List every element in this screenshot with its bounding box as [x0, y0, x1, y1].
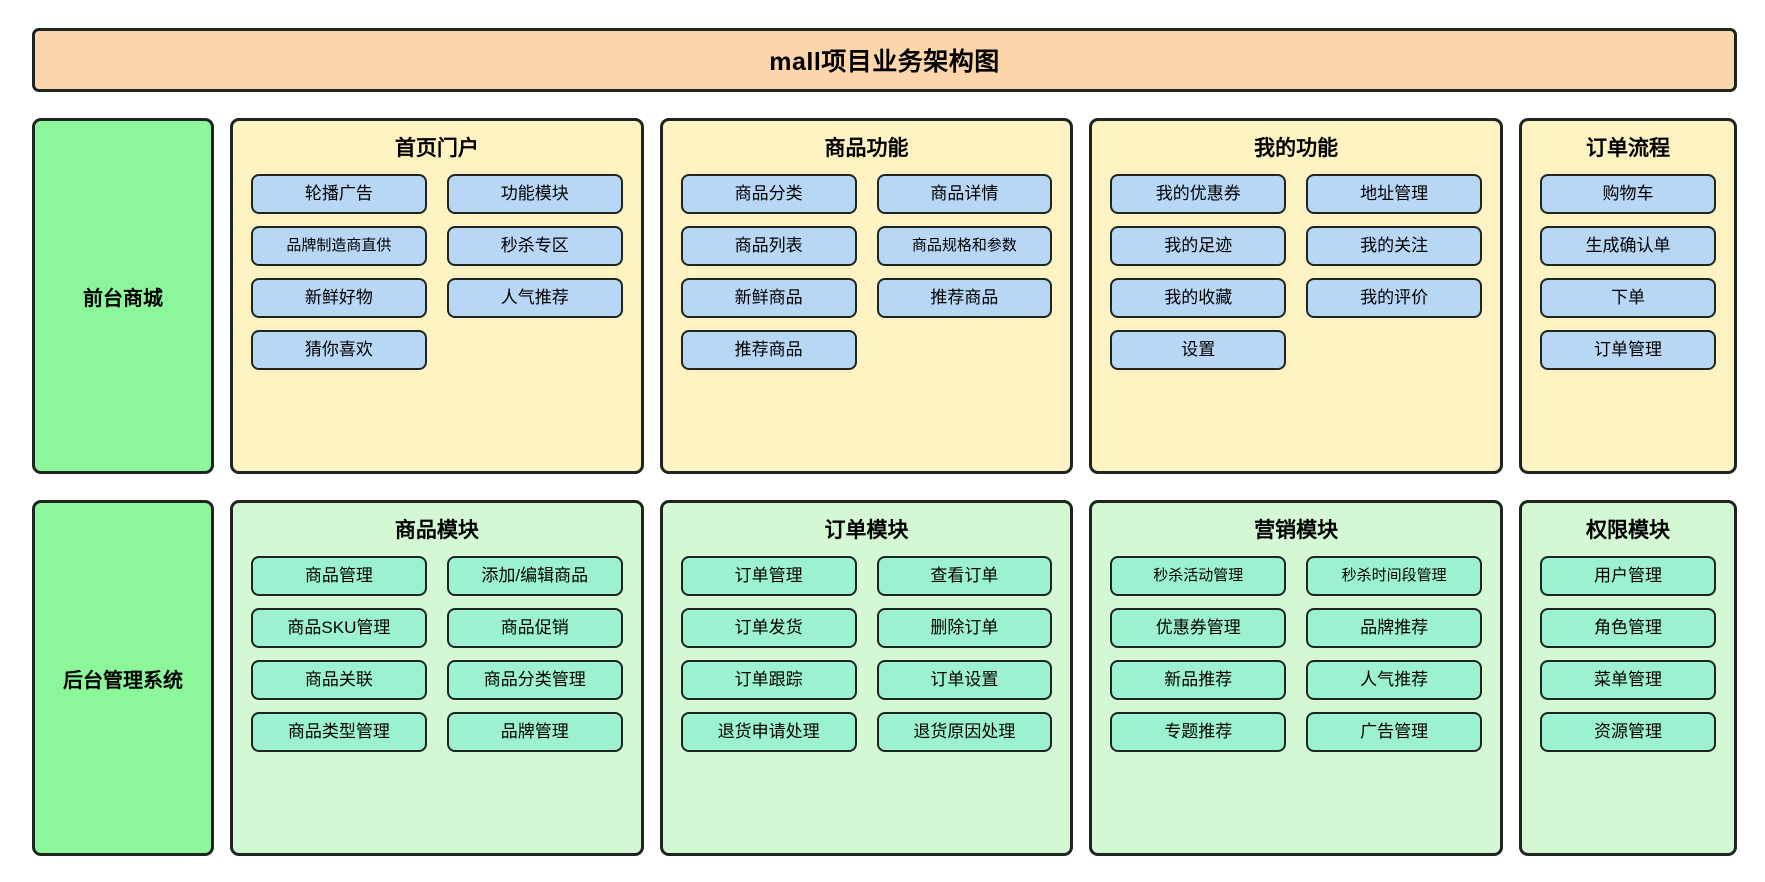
item-view-order[interactable]: 查看订单	[876, 556, 1053, 597]
group-title: 商品功能	[824, 137, 909, 160]
item-topic-recommend[interactable]: 专题推荐	[1110, 712, 1287, 753]
group-items: 秒杀活动管理 秒杀时间段管理 优惠券管理 品牌推荐 新品推荐 人气推荐 专题推荐…	[1110, 556, 1483, 753]
item-product-relation[interactable]: 商品关联	[251, 660, 427, 701]
item-my-review[interactable]: 我的评价	[1306, 278, 1483, 319]
item-function-module[interactable]: 功能模块	[446, 174, 623, 215]
item-user-management[interactable]: 用户管理	[1540, 556, 1717, 597]
item-delete-order[interactable]: 删除订单	[876, 608, 1053, 649]
item-my-footprint[interactable]: 我的足迹	[1110, 226, 1287, 267]
item-my-coupon[interactable]: 我的优惠券	[1110, 174, 1287, 215]
group-home-portal: 首页门户 轮播广告 功能模块 品牌制造商直供 秒杀专区 新鲜好物 人气推荐 猜你…	[230, 118, 644, 474]
group-my-features: 我的功能 我的优惠券 地址管理 我的足迹 我的关注 我的收藏 我的评价 设置	[1089, 118, 1504, 474]
group-permission-module: 权限模块 用户管理 角色管理 菜单管理 资源管理	[1519, 500, 1738, 856]
item-shopping-cart[interactable]: 购物车	[1540, 174, 1717, 215]
item-brand-recommend[interactable]: 品牌推荐	[1306, 608, 1483, 649]
item-ad-management[interactable]: 广告管理	[1306, 712, 1483, 753]
item-carousel-ad[interactable]: 轮播广告	[251, 174, 427, 215]
item-flash-sale-period-management[interactable]: 秒杀时间段管理	[1306, 556, 1483, 597]
group-order-flow: 订单流程 购物车 生成确认单 下单 订单管理	[1519, 118, 1738, 474]
item-product-category-management[interactable]: 商品分类管理	[446, 660, 623, 701]
group-items: 购物车 生成确认单 下单 订单管理	[1540, 174, 1717, 371]
page-title: mall项目业务架构图	[769, 48, 1000, 76]
item-fresh-goods[interactable]: 新鲜好物	[251, 278, 427, 319]
item-place-order[interactable]: 下单	[1540, 278, 1717, 319]
group-items: 用户管理 角色管理 菜单管理 资源管理	[1540, 556, 1717, 753]
group-title: 订单模块	[824, 519, 909, 542]
item-my-follow[interactable]: 我的关注	[1306, 226, 1483, 267]
diagram-title-banner: mall项目业务架构图	[32, 28, 1737, 92]
group-title: 首页门户	[394, 137, 479, 160]
item-guess-you-like[interactable]: 猜你喜欢	[251, 330, 427, 371]
group-items: 商品分类 商品详情 商品列表 商品规格和参数 新鲜商品 推荐商品 推荐商品	[680, 174, 1053, 371]
item-settings[interactable]: 设置	[1110, 330, 1287, 371]
group-product-features: 商品功能 商品分类 商品详情 商品列表 商品规格和参数 新鲜商品 推荐商品 推荐…	[659, 118, 1074, 474]
item-return-request-handling[interactable]: 退货申请处理	[680, 712, 857, 753]
item-my-favorite[interactable]: 我的收藏	[1110, 278, 1287, 319]
group-title: 商品模块	[394, 519, 479, 542]
item-order-settings[interactable]: 订单设置	[876, 660, 1053, 701]
group-marketing-module: 营销模块 秒杀活动管理 秒杀时间段管理 优惠券管理 品牌推荐 新品推荐 人气推荐…	[1089, 500, 1504, 856]
tier-label-text: 后台管理系统	[63, 669, 183, 692]
group-items: 商品管理 添加/编辑商品 商品SKU管理 商品促销 商品关联 商品分类管理 商品…	[251, 556, 623, 753]
tier-label-backend: 后台管理系统	[32, 500, 214, 856]
item-generate-confirm-order[interactable]: 生成确认单	[1540, 226, 1717, 267]
group-items: 订单管理 查看订单 订单发货 删除订单 订单跟踪 订单设置 退货申请处理 退货原…	[680, 556, 1053, 753]
tier-row-backend: 后台管理系统 商品模块 商品管理 添加/编辑商品 商品SKU管理 商品促销 商品…	[32, 500, 1738, 856]
item-brand-management[interactable]: 品牌管理	[446, 712, 623, 753]
item-role-management[interactable]: 角色管理	[1540, 608, 1717, 649]
group-title: 营销模块	[1254, 519, 1339, 542]
item-flash-sale-activity-management[interactable]: 秒杀活动管理	[1110, 556, 1287, 597]
group-items: 我的优惠券 地址管理 我的足迹 我的关注 我的收藏 我的评价 设置	[1110, 174, 1483, 371]
group-title: 我的功能	[1254, 137, 1339, 160]
item-product-sku-management[interactable]: 商品SKU管理	[251, 608, 427, 649]
item-coupon-management[interactable]: 优惠券管理	[1110, 608, 1287, 649]
item-order-tracking[interactable]: 订单跟踪	[680, 660, 857, 701]
item-product-category[interactable]: 商品分类	[680, 174, 857, 215]
item-fresh-product[interactable]: 新鲜商品	[680, 278, 857, 319]
item-popular-recommend[interactable]: 人气推荐	[1306, 660, 1483, 701]
item-address-management[interactable]: 地址管理	[1306, 174, 1483, 215]
item-order-management[interactable]: 订单管理	[1540, 330, 1717, 371]
item-menu-management[interactable]: 菜单管理	[1540, 660, 1717, 701]
item-product-promotion[interactable]: 商品促销	[446, 608, 623, 649]
item-recommend-product[interactable]: 推荐商品	[876, 278, 1053, 319]
item-recommend-product-2[interactable]: 推荐商品	[680, 330, 857, 371]
item-add-edit-product[interactable]: 添加/编辑商品	[446, 556, 623, 597]
item-popular-recommend[interactable]: 人气推荐	[446, 278, 623, 319]
item-brand-direct-supply[interactable]: 品牌制造商直供	[251, 226, 427, 267]
item-product-list[interactable]: 商品列表	[680, 226, 857, 267]
item-product-management[interactable]: 商品管理	[251, 556, 427, 597]
group-product-module: 商品模块 商品管理 添加/编辑商品 商品SKU管理 商品促销 商品关联 商品分类…	[230, 500, 644, 856]
group-order-module: 订单模块 订单管理 查看订单 订单发货 删除订单 订单跟踪 订单设置 退货申请处…	[659, 500, 1074, 856]
item-order-shipping[interactable]: 订单发货	[680, 608, 857, 649]
group-items: 轮播广告 功能模块 品牌制造商直供 秒杀专区 新鲜好物 人气推荐 猜你喜欢	[251, 174, 623, 371]
item-order-management[interactable]: 订单管理	[680, 556, 857, 597]
group-title: 权限模块	[1586, 519, 1671, 542]
item-new-product-recommend[interactable]: 新品推荐	[1110, 660, 1287, 701]
tier-label-text: 前台商城	[83, 287, 163, 310]
group-title: 订单流程	[1586, 137, 1671, 160]
item-flash-sale-zone[interactable]: 秒杀专区	[446, 226, 623, 267]
item-return-reason-handling[interactable]: 退货原因处理	[876, 712, 1053, 753]
item-product-type-management[interactable]: 商品类型管理	[251, 712, 427, 753]
tier-label-frontend: 前台商城	[32, 118, 214, 474]
item-product-spec-params[interactable]: 商品规格和参数	[876, 226, 1053, 267]
tier-row-frontend: 前台商城 首页门户 轮播广告 功能模块 品牌制造商直供 秒杀专区 新鲜好物 人气…	[32, 118, 1738, 474]
item-product-detail[interactable]: 商品详情	[876, 174, 1053, 215]
item-resource-management[interactable]: 资源管理	[1540, 712, 1717, 753]
